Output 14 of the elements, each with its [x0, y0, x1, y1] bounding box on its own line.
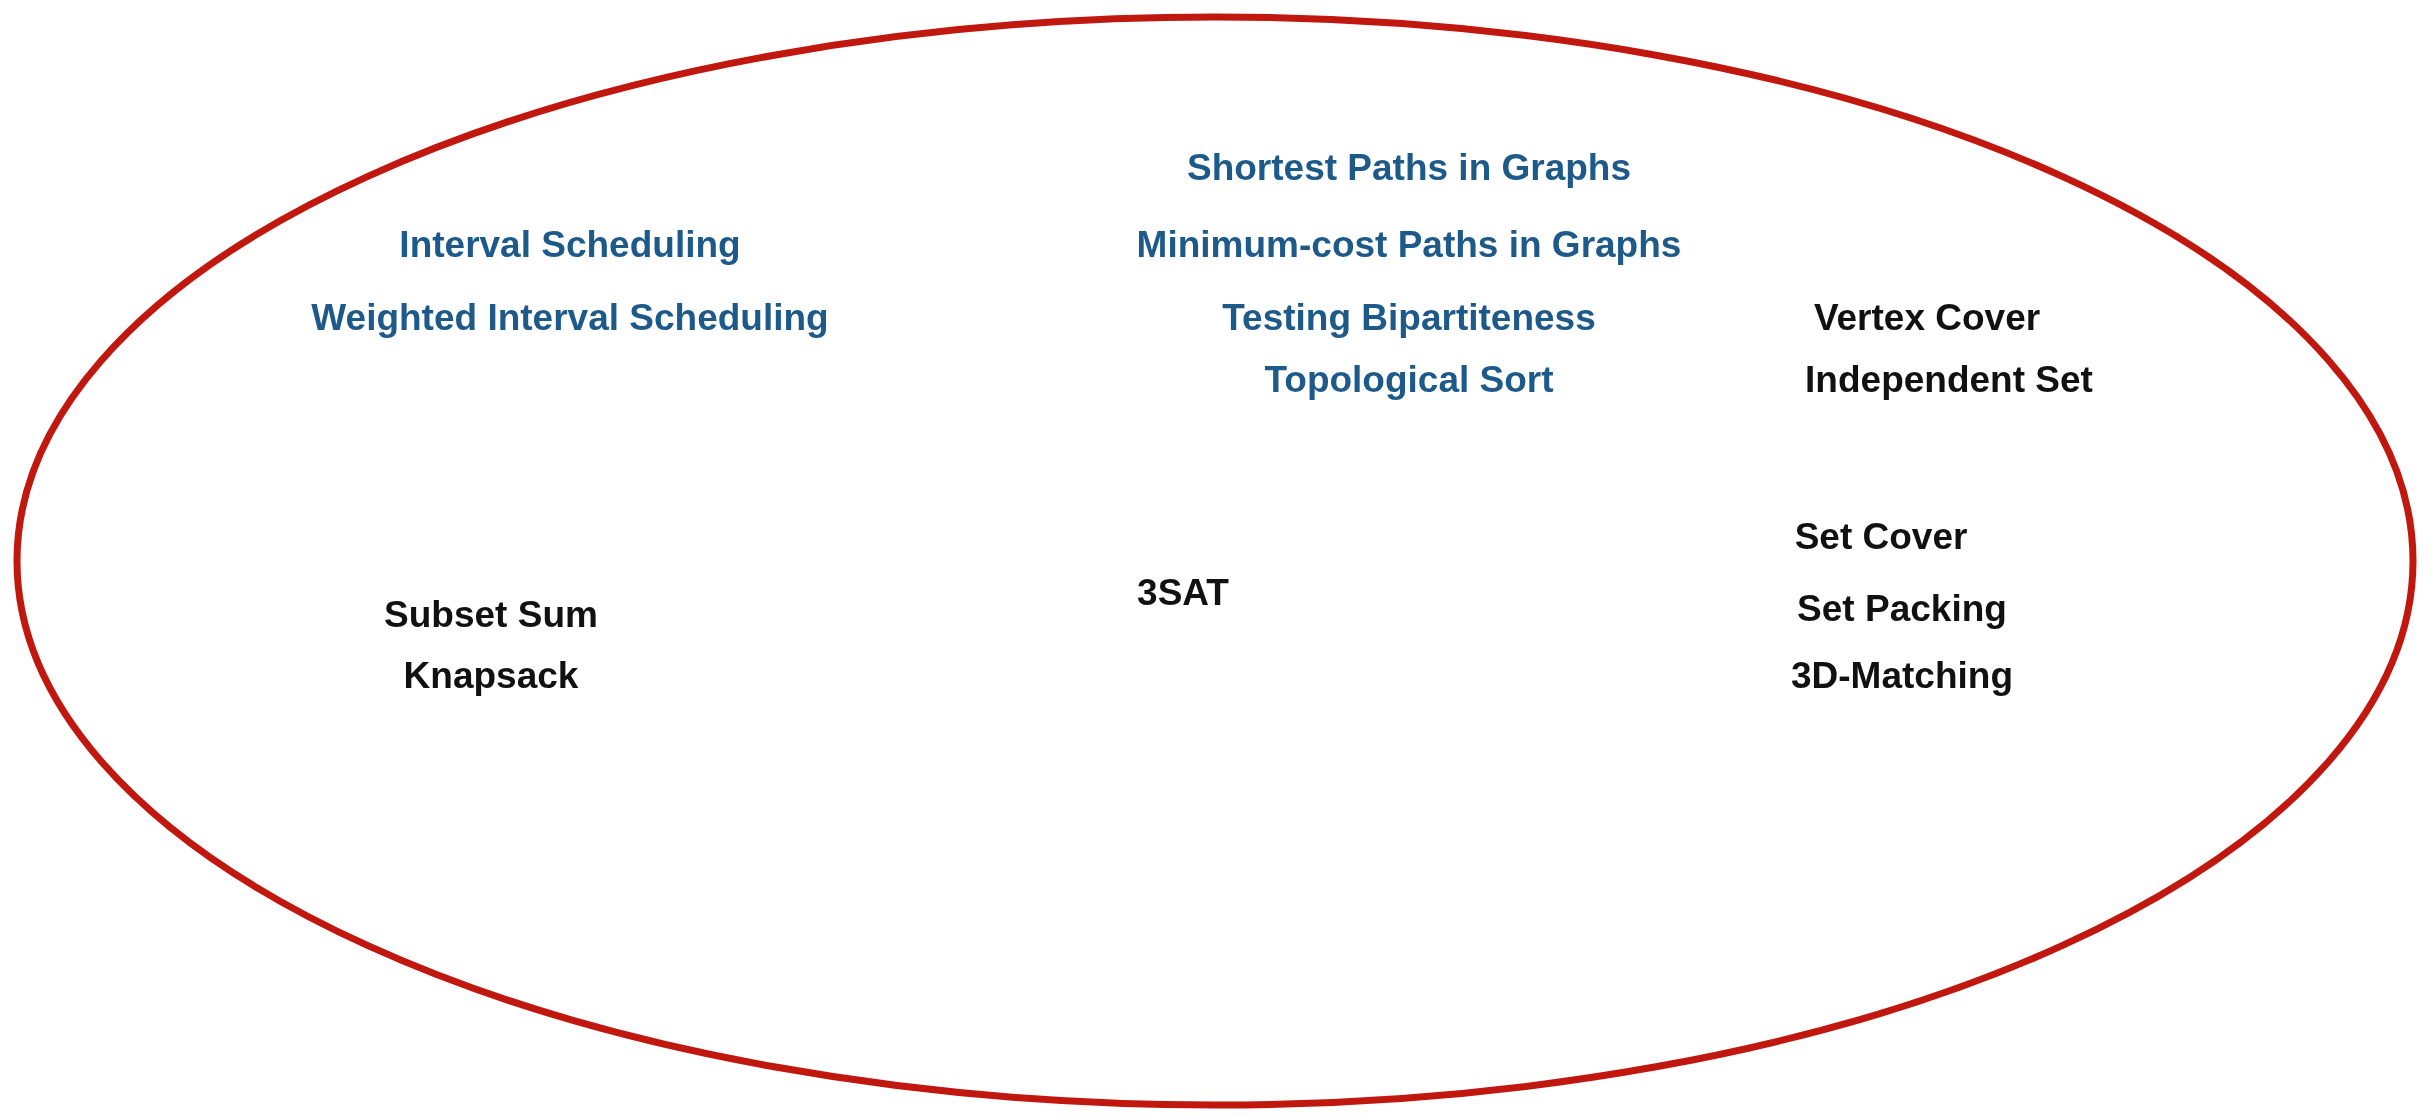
problem-label: Set Cover — [1794, 516, 1968, 558]
problem-label: Independent Set — [1805, 359, 2093, 401]
problem-label: Knapsack — [403, 655, 579, 697]
problem-label: Shortest Paths in Graphs — [1186, 147, 1632, 189]
problem-label: Vertex Cover — [1813, 297, 2041, 339]
problem-label: Topological Sort — [1264, 359, 1554, 401]
problem-label: 3D-Matching — [1791, 655, 2013, 697]
problem-label: Set Packing — [1797, 588, 2007, 630]
problem-label: Minimum-cost Paths in Graphs — [1136, 224, 1682, 266]
problem-label: Subset Sum — [384, 594, 598, 636]
problem-label: Interval Scheduling — [399, 224, 741, 266]
problem-label: 3SAT — [1137, 572, 1229, 614]
problem-label: Testing Bipartiteness — [1222, 297, 1596, 339]
problem-label: Weighted Interval Scheduling — [311, 297, 829, 339]
